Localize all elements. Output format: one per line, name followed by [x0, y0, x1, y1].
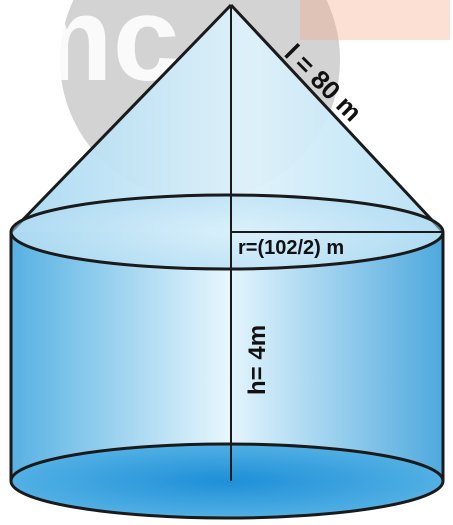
radius-label: r=(102/2) m: [238, 237, 344, 259]
cone-slant-edge: [229, 3, 445, 234]
watermark-accent: [300, 0, 450, 40]
cylinder-body: [11, 232, 443, 481]
height-label: h= 4m: [244, 325, 271, 395]
cone-left-edge: [9, 3, 233, 234]
cylinder-base: [9, 442, 445, 520]
